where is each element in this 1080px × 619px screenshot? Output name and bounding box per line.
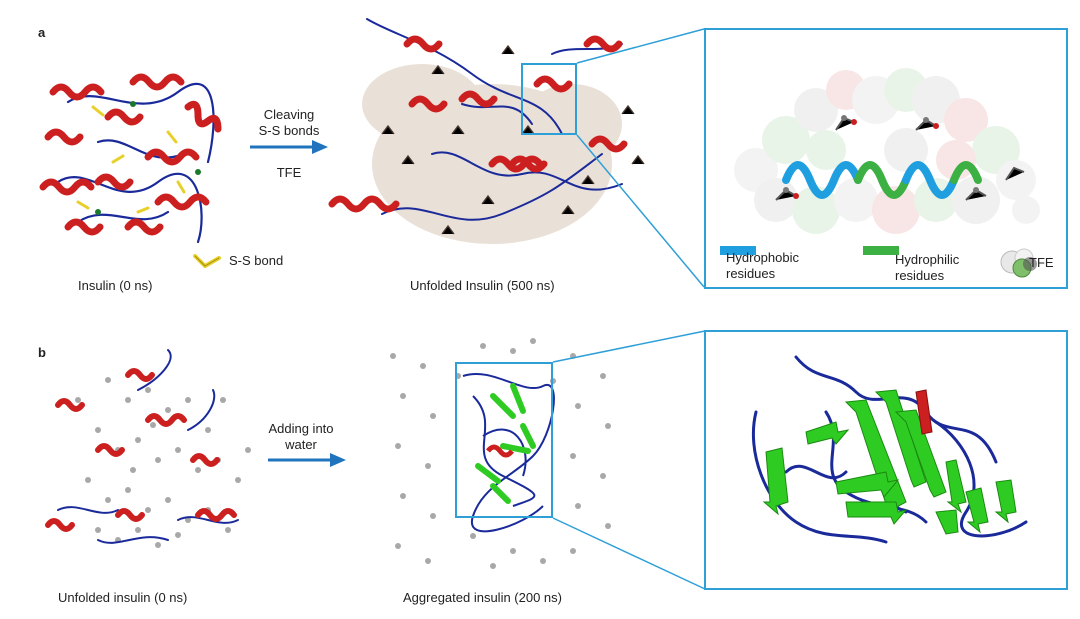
hydrophobic-swatch xyxy=(720,246,756,255)
unfolded-insulin-b-structure xyxy=(45,349,251,548)
unfolded-insulin-b-caption: Unfolded insulin (0 ns) xyxy=(58,590,188,605)
tfe-label: TFE xyxy=(1029,255,1054,270)
ss-bond-icon xyxy=(193,254,221,268)
zoom-box-b xyxy=(455,362,553,518)
panel-letter-a: a xyxy=(38,25,46,40)
zoom-box-a xyxy=(521,63,577,135)
arrow-a xyxy=(250,140,328,154)
hydrophilic-label-line2: residues xyxy=(895,268,945,283)
arrow-a-text-line1: Cleaving xyxy=(263,107,315,122)
inset-b xyxy=(704,330,1068,590)
inset-b-structure xyxy=(751,355,1028,544)
arrow-a-text-line3: TFE xyxy=(276,165,302,180)
hydrophilic-swatch xyxy=(863,246,899,255)
hydrophobic-label-line1: Hydrophobic xyxy=(726,250,799,265)
arrow-b-text-line1: Adding into xyxy=(268,421,334,436)
arrow-a-text-line2: S-S bonds xyxy=(258,123,320,138)
panel-letter-b: b xyxy=(38,345,46,360)
inset-a-structure xyxy=(734,68,1040,234)
insulin-caption: Insulin (0 ns) xyxy=(78,278,153,293)
arrow-b-text-line2: water xyxy=(285,437,317,452)
ss-bond-label: S-S bond xyxy=(229,253,284,268)
aggregated-insulin-caption: Aggregated insulin (200 ns) xyxy=(403,590,562,605)
arrow-b xyxy=(268,453,346,467)
hydrophobic-label-line2: residues xyxy=(726,266,776,281)
zoom-lines-a xyxy=(576,28,705,288)
zoom-lines-b xyxy=(552,330,706,590)
tfe-icon xyxy=(1000,248,1037,278)
hydrophilic-label-line1: Hydrophilic xyxy=(895,252,960,267)
unfolded-insulin-structure xyxy=(328,18,645,244)
unfolded-insulin-caption: Unfolded Insulin (500 ns) xyxy=(410,278,555,293)
folded-insulin-structure xyxy=(39,73,222,244)
inset-a: Hydrophobic residues Hydrophilic residue… xyxy=(704,28,1068,289)
